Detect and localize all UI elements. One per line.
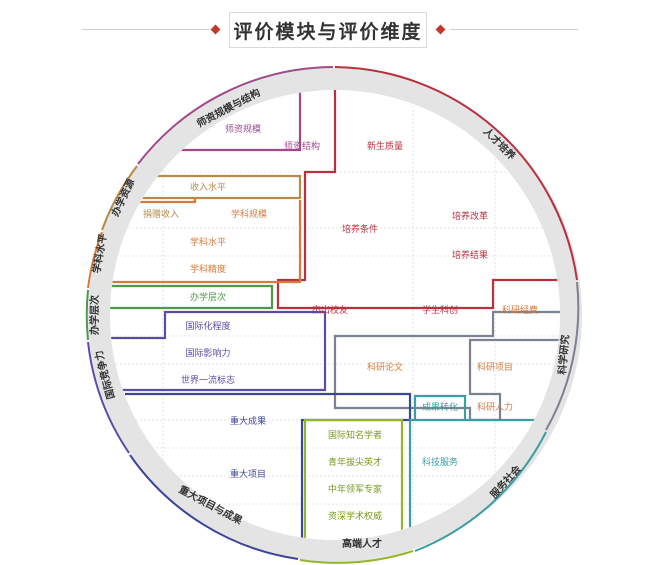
boundary-school-level	[110, 284, 274, 310]
arc-research	[545, 281, 580, 431]
boundary-talent	[276, 90, 560, 310]
dim-school-level: 办学层次	[190, 291, 226, 303]
boundary-resources	[110, 174, 302, 200]
dim-major-achievements: 重大成果	[230, 415, 266, 427]
module-top-talent: 高端人才	[342, 537, 382, 550]
module-school-level: 办学层次	[88, 295, 101, 335]
dim-new-student-quality: 新生质量	[367, 140, 403, 152]
dim-middle-leaders: 中年领军专家	[328, 483, 382, 495]
dim-internationalization: 国际化程度	[185, 320, 230, 332]
dim-research-talent: 科研人力	[477, 401, 513, 413]
boundary-top-talent	[303, 418, 404, 540]
dim-faculty-size: 师资规模	[225, 123, 261, 135]
dim-young-talents: 青年拔尖英才	[328, 456, 382, 468]
dim-senior-authorities: 资深学术权威	[328, 510, 382, 522]
boundary-intl	[110, 310, 327, 392]
dim-discipline-level: 学科水平	[190, 236, 226, 248]
arc-major-projects	[129, 454, 299, 560]
arc-discipline-level	[87, 231, 103, 289]
dim-training-reform: 培养改革	[452, 210, 488, 222]
arc-faculty	[137, 66, 334, 165]
dim-faculty-structure: 师资结构	[284, 140, 320, 152]
boundary-discipline-outer	[110, 200, 302, 284]
page-title: 评价模块与评价维度	[229, 12, 427, 48]
title-left-rule	[82, 29, 210, 30]
dim-donation-income: 捐赠收入	[143, 208, 179, 220]
dim-major-projects: 重大项目	[230, 468, 266, 480]
dim-training-conditions: 培养条件	[342, 223, 378, 235]
dim-discipline-scale: 学科规模	[231, 208, 267, 220]
arc-intl	[87, 341, 130, 454]
dim-research-papers: 科研论文	[367, 361, 403, 373]
dim-world-class-marks: 世界一流标志	[181, 374, 235, 386]
ring-arcs	[85, 66, 580, 564]
inner-disc	[110, 90, 560, 540]
dim-student-research: 学生科创	[422, 304, 458, 316]
dim-tech-transfer: 成果转化	[422, 401, 458, 413]
arc-resources	[101, 165, 138, 231]
arc-talent-training	[334, 66, 578, 281]
arc-school-level	[85, 289, 89, 341]
arc-social-service	[414, 431, 547, 552]
dim-tech-services: 科技服务	[422, 456, 458, 468]
dim-research-funding: 科研经费	[502, 304, 538, 316]
boundary-service	[408, 394, 467, 540]
arc-top-talent	[299, 550, 414, 564]
dim-intl-scholars: 国际知名学者	[328, 429, 382, 441]
dim-research-projects: 科研项目	[477, 361, 513, 373]
dim-intl-influence: 国际影响力	[185, 347, 230, 359]
dim-training-results: 培养结果	[452, 249, 488, 261]
boundary-faculty	[135, 90, 302, 152]
dim-discipline-precision: 学科精度	[190, 263, 226, 275]
header: 评价模块与评价维度	[0, 0, 670, 58]
dim-outstanding-alumni: 杰出校友	[312, 304, 348, 316]
dim-income-level: 收入水平	[190, 181, 226, 193]
title-right-rule	[450, 29, 578, 30]
boundary-research	[333, 310, 560, 422]
outer-ring	[88, 68, 582, 562]
module-research: 科学研究	[555, 334, 571, 375]
